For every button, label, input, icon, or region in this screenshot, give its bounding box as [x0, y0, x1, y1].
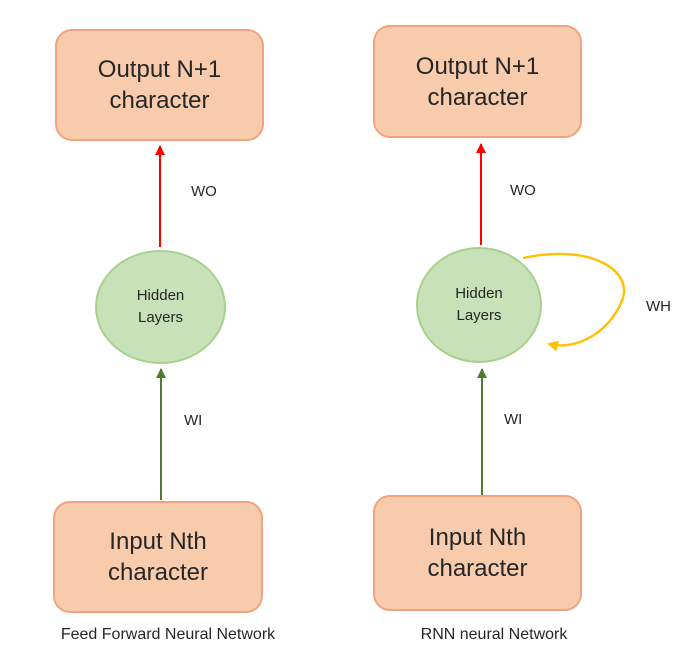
- rnn-output-line1: Output N+1: [415, 52, 540, 80]
- ffnn-output-line1: Output N+1: [97, 56, 222, 83]
- rnn-hidden-line2: Layers: [456, 307, 502, 324]
- rnn-wo-label: WO: [510, 182, 536, 199]
- ffnn-wo-label: WO: [191, 183, 217, 200]
- ffnn-wi-label: WI: [184, 412, 203, 429]
- ffnn-hidden-line1: Hidden: [136, 287, 185, 304]
- rnn-output-line2: character: [427, 83, 528, 111]
- rnn-input-line2: character: [427, 555, 528, 582]
- rnn-caption: RNN neural Network: [420, 626, 568, 643]
- ffnn-hidden-line2: Layers: [137, 309, 184, 326]
- ffnn-output-node: Output N+1 character: [55, 29, 264, 141]
- ffnn-caption: Feed Forward Neural Network: [60, 626, 276, 643]
- rnn-wi-label: WI: [504, 411, 523, 428]
- ffnn-hidden-layers-node: Hidden Layers: [95, 250, 226, 364]
- ffnn-output-line2: character: [109, 87, 210, 114]
- ffnn-input-node: Input Nth character: [53, 501, 263, 613]
- rnn-hidden-layers-node: Hidden Layers: [416, 247, 542, 363]
- rnn-wh-label: WH: [646, 298, 671, 315]
- rnn-output-node: Output N+1 character: [373, 25, 582, 138]
- rnn-input-line1: Input Nth: [428, 524, 527, 551]
- ffnn-input-line2: character: [107, 559, 209, 586]
- rnn-input-node: Input Nth character: [373, 495, 582, 611]
- ffnn-input-line1: Input Nth: [109, 528, 207, 555]
- rnn-hidden-line1: Hidden: [455, 285, 503, 302]
